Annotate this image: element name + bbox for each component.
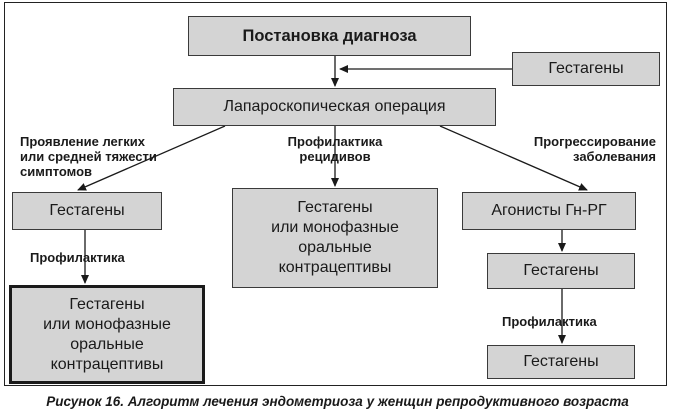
box-gestagens-top: Гестагены — [512, 52, 660, 86]
box-agonists: Агонисты Гн-РГ — [462, 192, 636, 230]
figure-caption: Рисунок 16. Алгоритм лечения эндометриоз… — [46, 394, 629, 409]
box-gestagens-left: Гестагены — [12, 192, 162, 230]
label-relapse-prevention: Профилактика рецидивов — [287, 134, 383, 164]
label-progression: Прогрессирование заболевания — [533, 134, 656, 164]
box-gestagens-right-1: Гестагены — [487, 253, 635, 289]
box-combo-middle: Гестагены или монофазные оральные контра… — [232, 188, 438, 288]
label-prevention-right: Профилактика — [502, 314, 597, 329]
label-mild-symptoms: Проявление легких или средней тяжести си… — [20, 134, 157, 179]
box-laparoscopy: Лапароскопическая операция — [173, 88, 496, 126]
diagram-frame — [4, 2, 667, 386]
label-prevention-left: Профилактика — [30, 250, 125, 265]
box-diagnosis: Постановка диагноза — [188, 16, 471, 56]
box-combo-bottom-left: Гестагены или монофазные оральные контра… — [9, 285, 205, 384]
box-gestagens-right-2: Гестагены — [487, 345, 635, 379]
arrow-laparoscopy-to-left — [77, 125, 226, 191]
arrow-laparoscopy-to-right — [439, 125, 588, 191]
